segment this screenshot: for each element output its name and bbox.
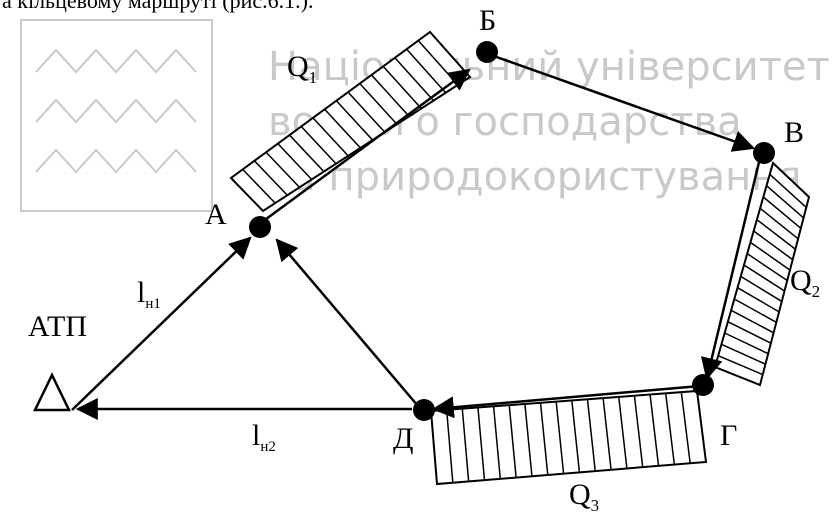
atp-label: АТП xyxy=(28,310,87,343)
arrow-D-A xyxy=(275,238,419,407)
hatch-line xyxy=(746,253,788,282)
run-ln2-label: lн2 xyxy=(252,419,276,455)
hatch-line xyxy=(618,396,628,469)
node-B-point xyxy=(476,41,498,63)
watermark-line-1: Національний університет xyxy=(268,44,830,90)
hatch-line xyxy=(649,394,660,466)
hatch-line xyxy=(602,397,612,470)
hatch-line xyxy=(717,354,764,376)
hatch-line xyxy=(730,309,774,334)
node-G-label: Г xyxy=(720,419,737,452)
hatch-line xyxy=(750,241,791,271)
load-q2-label: Q2 xyxy=(790,264,820,301)
hatch-line xyxy=(242,168,276,204)
watermark-line-3: та природокористування xyxy=(268,154,802,200)
hatch-line xyxy=(461,408,470,482)
arrow-B-V xyxy=(487,52,756,152)
hatch-line xyxy=(477,407,486,481)
hatch-line xyxy=(524,403,533,477)
hatch-line xyxy=(324,108,361,149)
hatch-line xyxy=(740,275,783,303)
run-ln1-label: lн1 xyxy=(137,276,161,312)
watermark-logo xyxy=(20,19,213,212)
hatch-line xyxy=(288,134,325,173)
hatch-line xyxy=(756,219,796,250)
hatch-line xyxy=(762,196,802,229)
hatch-line xyxy=(664,393,676,465)
arrow-G-D xyxy=(431,384,701,419)
hatch-line xyxy=(724,332,769,355)
node-V-label: В xyxy=(784,116,804,149)
hatch-line xyxy=(508,405,517,478)
hatch-line xyxy=(539,402,549,476)
hatch-line xyxy=(382,65,422,110)
header-text: а кільцевому маршруті (рис.6.1.). xyxy=(2,0,313,13)
load-bar-q2 xyxy=(713,161,811,387)
arrow-V-G xyxy=(700,157,762,381)
hatch-line xyxy=(300,125,337,165)
hatch-line xyxy=(347,91,386,133)
hatch-line xyxy=(555,401,565,474)
hatch-line xyxy=(445,409,454,483)
hatch-line xyxy=(492,406,502,479)
hatch-line xyxy=(737,287,780,313)
arrow-A-B xyxy=(261,68,471,224)
hatch-line xyxy=(312,117,349,157)
hatch-line xyxy=(680,392,691,464)
node-D-label: Д xyxy=(393,422,413,455)
hatch-line xyxy=(571,400,581,473)
hatch-line xyxy=(586,399,596,472)
hatch-line xyxy=(766,185,805,219)
node-D-point xyxy=(413,399,435,421)
atp-depot-icon xyxy=(33,372,71,412)
hatch-line xyxy=(335,100,374,141)
node-G-point xyxy=(692,374,714,396)
node-A-label: А xyxy=(205,198,227,231)
arrow-ATP-A xyxy=(71,236,252,411)
hatch-line xyxy=(753,230,794,261)
node-V-point xyxy=(753,142,775,164)
hatch-line xyxy=(769,173,807,208)
hatch-line xyxy=(265,151,301,188)
load-bar-q3 xyxy=(429,389,708,486)
hatch-line xyxy=(727,320,772,344)
hatch-line xyxy=(633,395,644,468)
hatch-line xyxy=(277,143,313,180)
load-q3-label: Q3 xyxy=(569,478,599,515)
node-B-label: Б xyxy=(479,4,496,37)
hatch-line xyxy=(359,83,398,125)
hatch-line xyxy=(733,298,777,323)
hatch-line xyxy=(743,264,785,292)
hatch-line xyxy=(394,57,435,102)
hatch-line xyxy=(721,343,766,365)
hatch-line xyxy=(406,48,447,94)
hatch-line xyxy=(253,160,288,196)
node-A-point xyxy=(249,216,271,238)
hatch-line xyxy=(759,207,799,240)
hatch-line xyxy=(370,74,410,117)
load-q1-label: Q1 xyxy=(287,50,317,87)
